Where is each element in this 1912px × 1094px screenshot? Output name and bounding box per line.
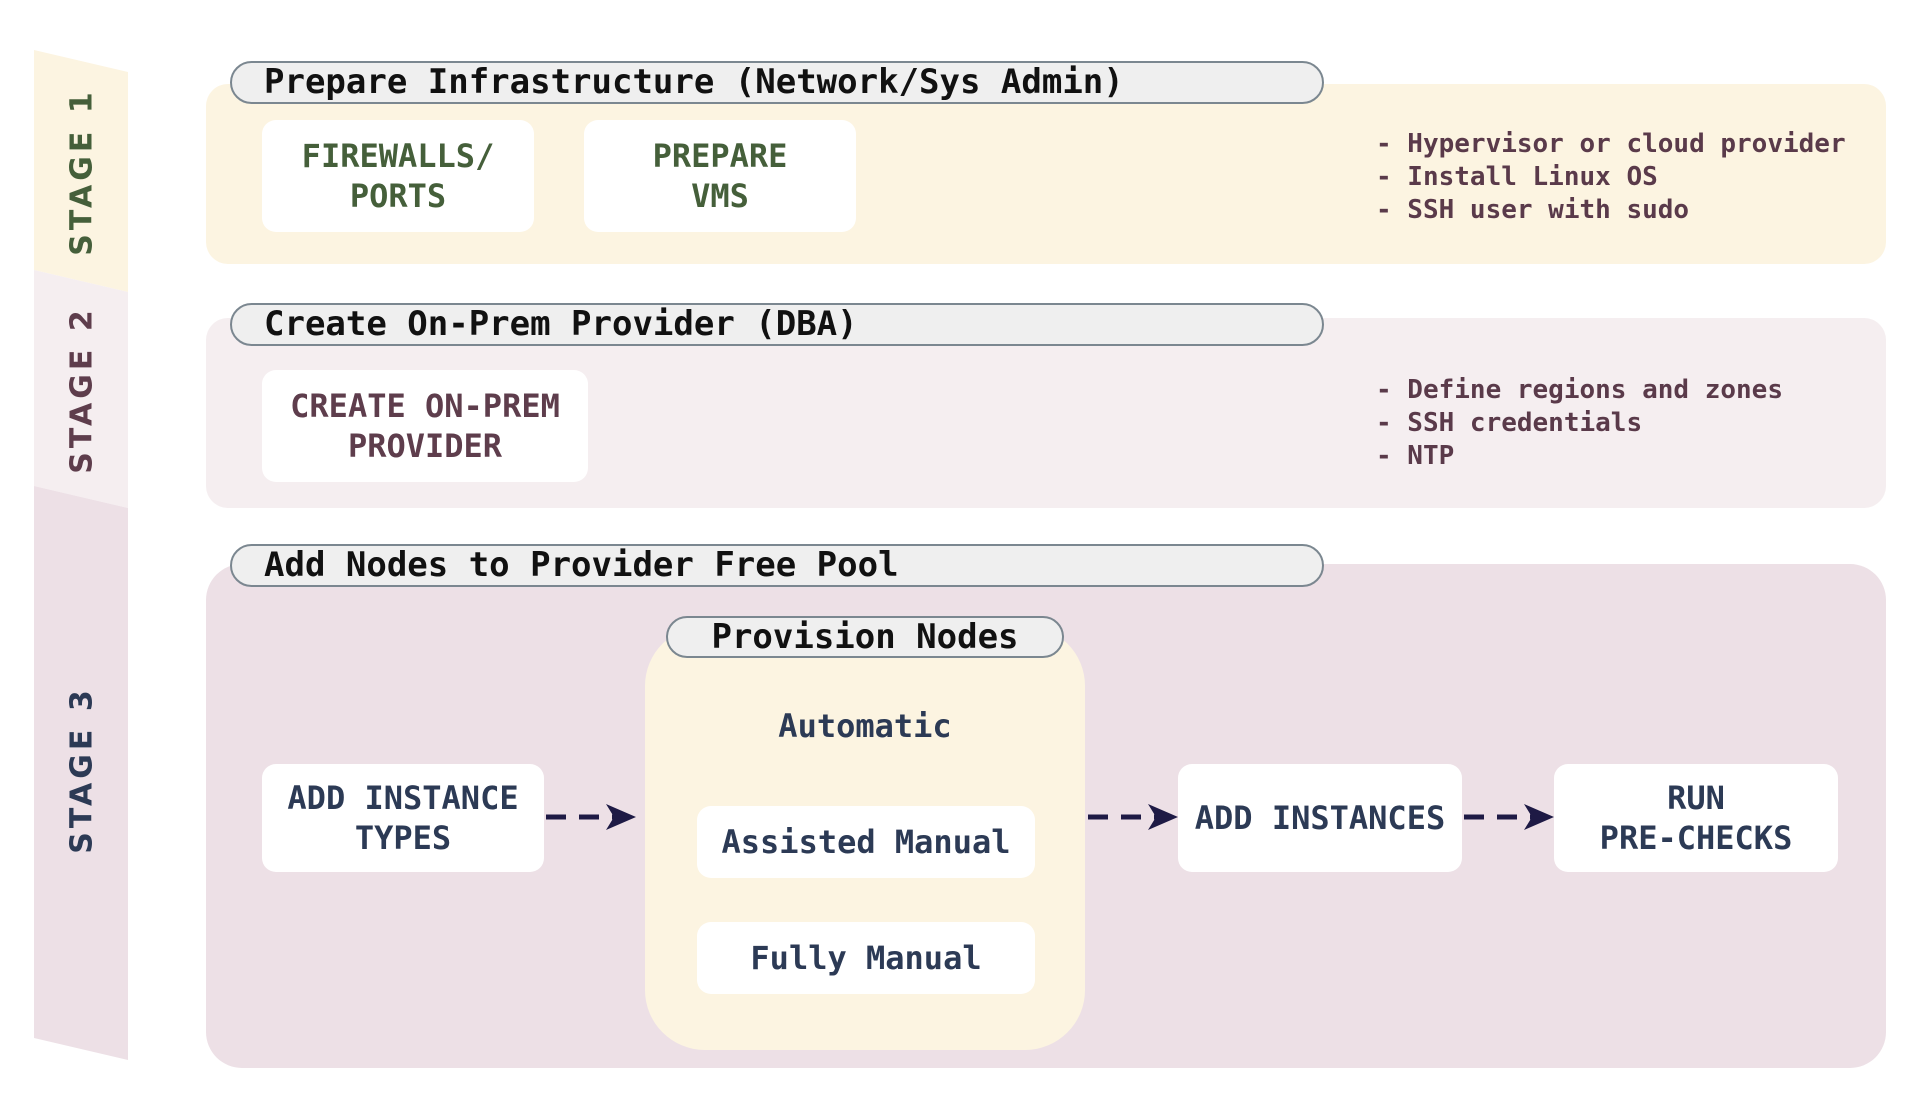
- assisted-manual-label: Assisted Manual: [721, 823, 1011, 861]
- firewalls-ports-label: FIREWALLS/ PORTS: [301, 137, 495, 215]
- prepare-vms-box: PREPARE VMS: [584, 120, 856, 232]
- fully-manual-box: Fully Manual: [697, 922, 1035, 994]
- arrow-head-1: [606, 804, 636, 830]
- stage-rail-1: [34, 50, 128, 292]
- create-on-prem-provider-label: CREATE ON-PREM PROVIDER: [290, 387, 560, 465]
- arrow-head-2: [1148, 804, 1178, 830]
- stage-rail: [34, 50, 128, 1060]
- stage2-note-2: - SSH credentials: [1376, 408, 1643, 438]
- stage-rail-3: [34, 486, 128, 1060]
- provision-nodes-title: Provision Nodes: [666, 616, 1064, 658]
- provision-automatic-label: Automatic: [778, 707, 952, 745]
- prepare-vms-label: PREPARE VMS: [652, 137, 788, 215]
- add-instance-types-label: ADD INSTANCE TYPES: [287, 779, 519, 857]
- stage2-note-3: - NTP: [1376, 441, 1455, 471]
- stage1-note-3: - SSH user with sudo: [1376, 195, 1690, 225]
- run-prechecks-label: RUN PRE-CHECKS: [1599, 779, 1793, 857]
- add-instance-types-box: ADD INSTANCE TYPES: [262, 764, 544, 872]
- arrow-head-3: [1524, 804, 1554, 830]
- stage1-note-1: - Hypervisor or cloud provider: [1376, 129, 1846, 159]
- create-on-prem-provider-box: CREATE ON-PREM PROVIDER: [262, 370, 588, 482]
- add-instances-label: ADD INSTANCES: [1194, 799, 1446, 837]
- assisted-manual-box: Assisted Manual: [697, 806, 1035, 878]
- stage2-notes: - Define regions and zones - SSH credent…: [1376, 374, 1783, 473]
- stage1-notes: - Hypervisor or cloud provider - Install…: [1376, 128, 1846, 227]
- stage-rail-2: [34, 270, 128, 508]
- stage1-note-2: - Install Linux OS: [1376, 162, 1658, 192]
- stage2-title: Create On-Prem Provider (DBA): [230, 303, 1324, 346]
- stage3-title: Add Nodes to Provider Free Pool: [230, 544, 1324, 587]
- stage2-note-1: - Define regions and zones: [1376, 375, 1783, 405]
- stage1-title: Prepare Infrastructure (Network/Sys Admi…: [230, 61, 1324, 104]
- add-instances-box: ADD INSTANCES: [1178, 764, 1462, 872]
- fully-manual-label: Fully Manual: [750, 939, 982, 977]
- firewalls-ports-box: FIREWALLS/ PORTS: [262, 120, 534, 232]
- run-prechecks-box: RUN PRE-CHECKS: [1554, 764, 1838, 872]
